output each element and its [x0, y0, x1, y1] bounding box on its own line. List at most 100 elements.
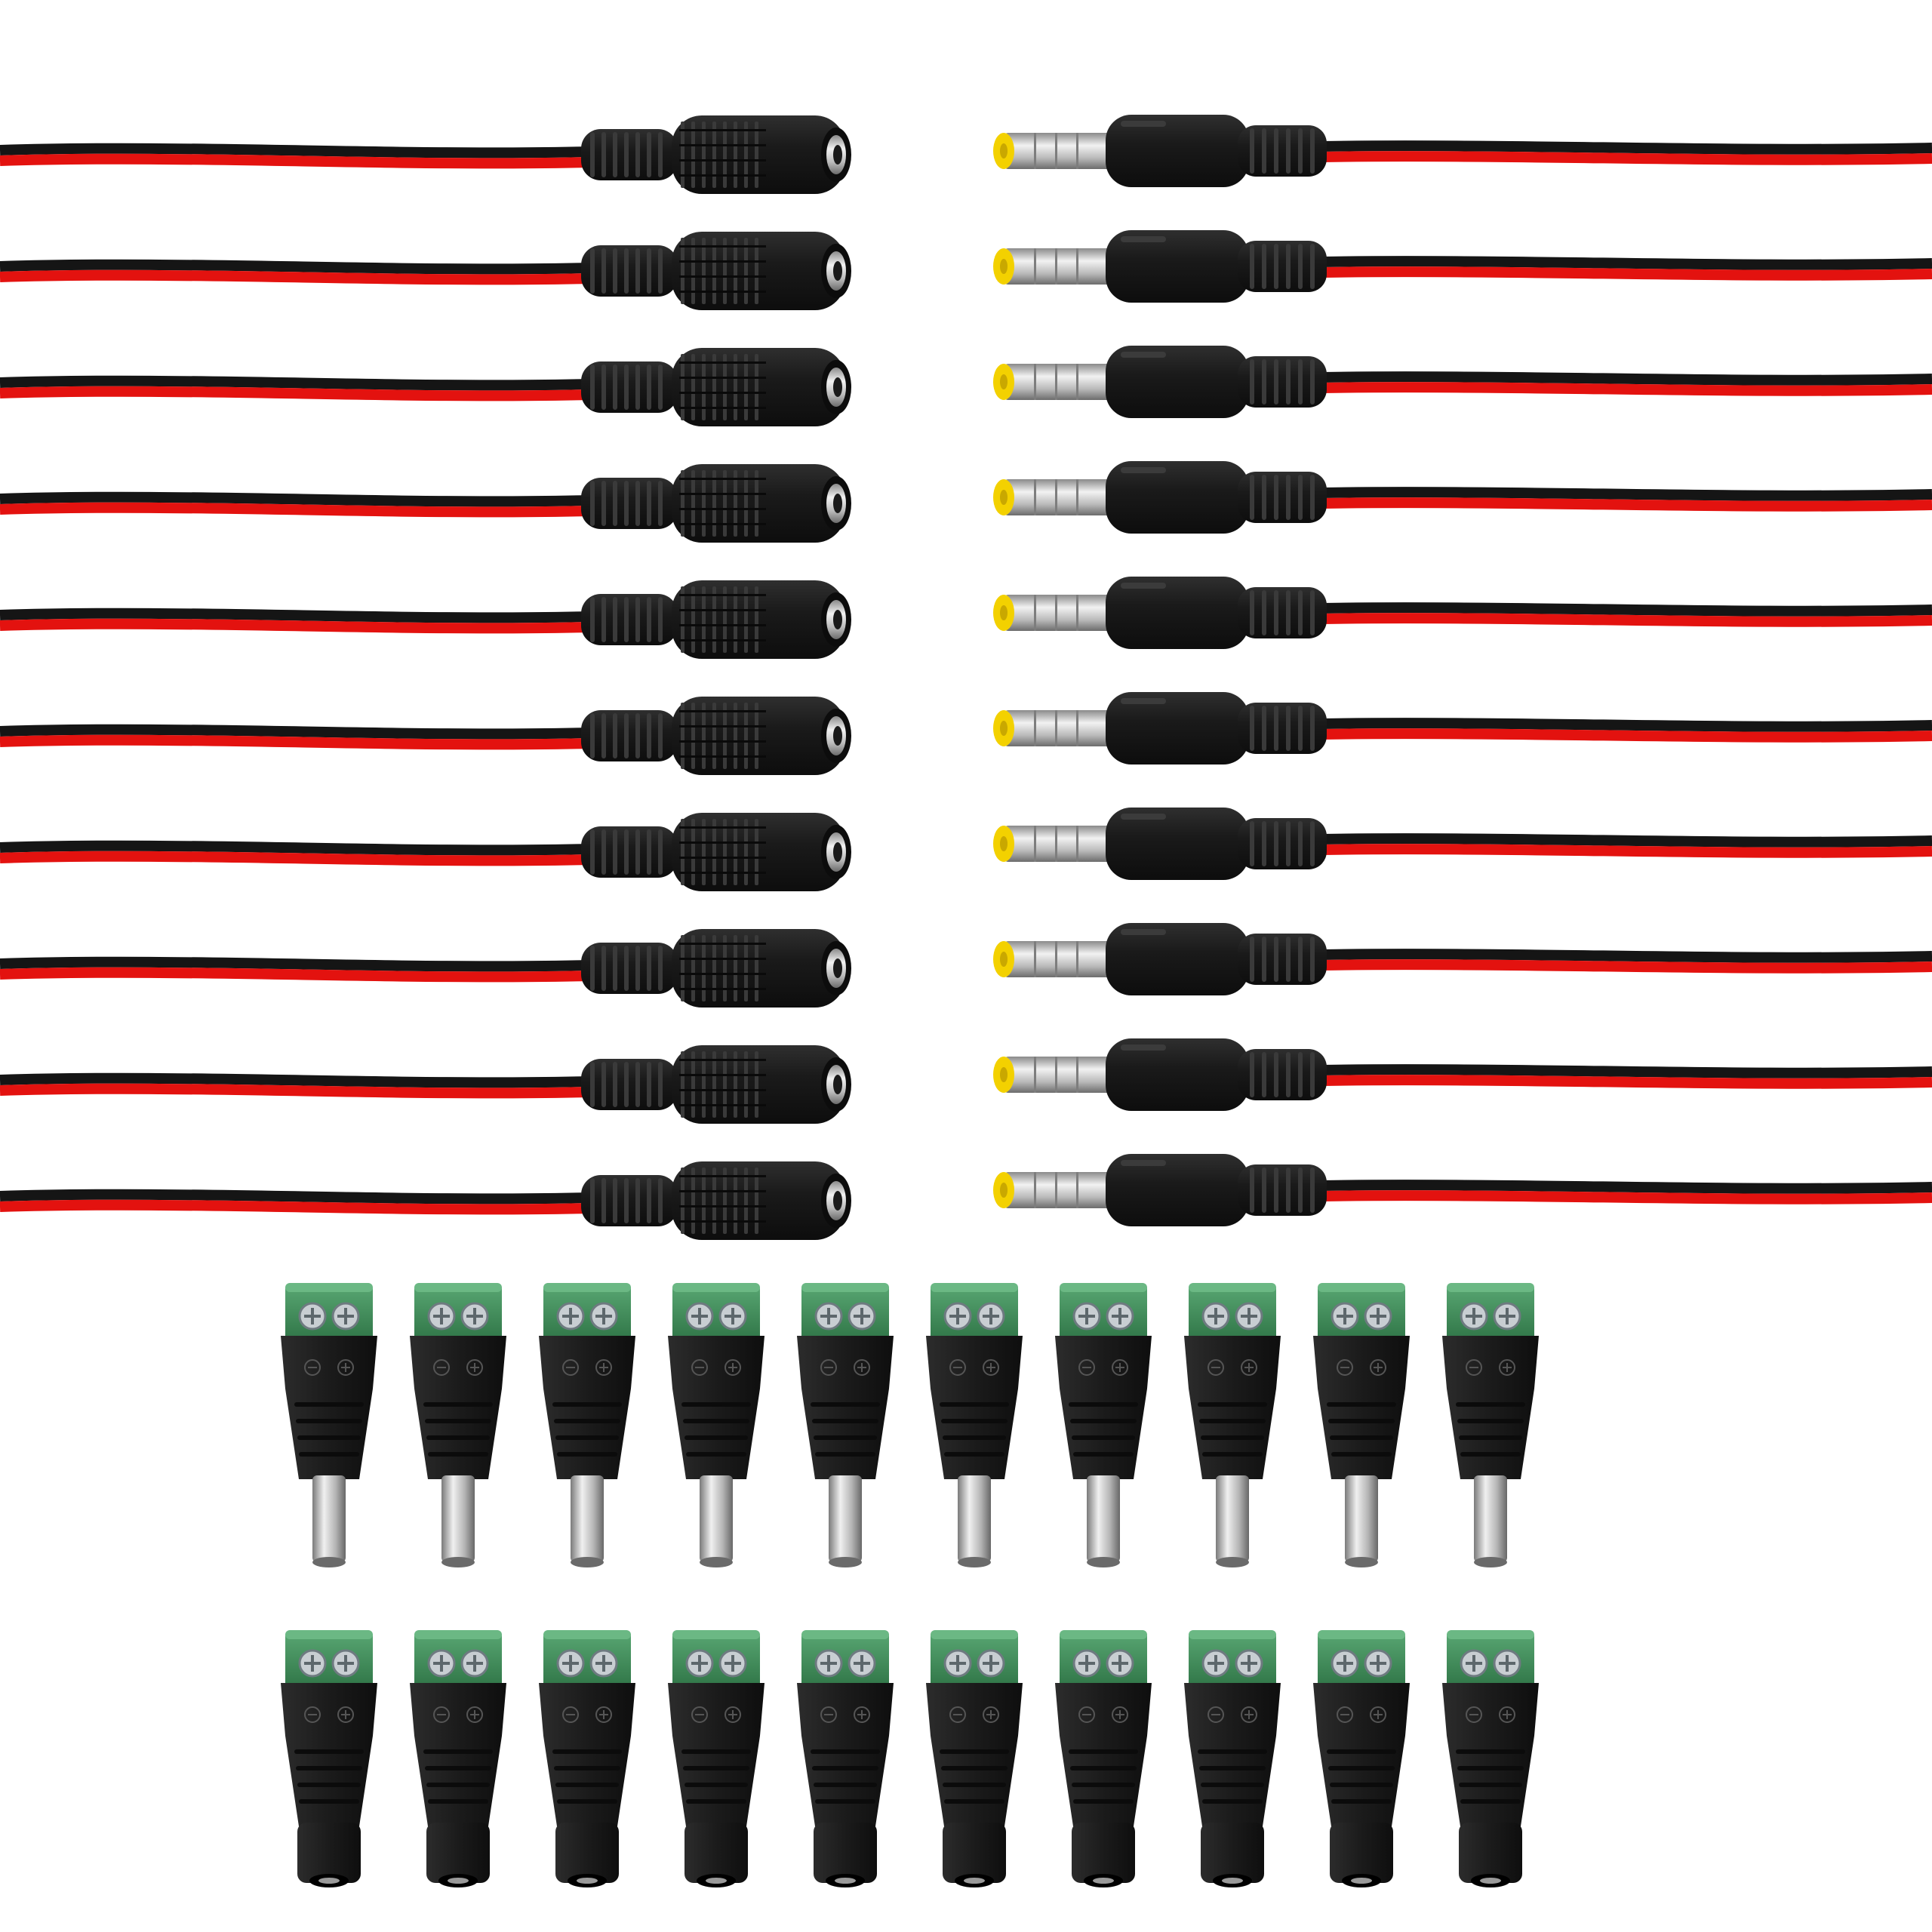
connector-body: [1106, 461, 1249, 534]
female-terminal-adapters: [281, 1630, 1539, 1887]
wire-black: [1316, 718, 1932, 732]
male-terminal-adapter: [797, 1283, 894, 1567]
wire-black: [0, 259, 589, 275]
wire-red: [1316, 497, 1932, 512]
wire-red: [0, 618, 589, 634]
socket-end: [1330, 1823, 1393, 1883]
wire-black: [0, 375, 589, 391]
minus-icon: [562, 1359, 579, 1376]
wire-red: [0, 1199, 589, 1215]
wire-red: [0, 734, 589, 750]
male-pigtail-cable: [993, 577, 1932, 649]
male-pigtail-cable: [993, 808, 1932, 880]
female-terminal-adapter: [1055, 1630, 1152, 1887]
minus-icon: [304, 1359, 321, 1376]
strain-relief: [1238, 356, 1327, 408]
socket-end: [555, 1823, 619, 1883]
minus-icon: [1078, 1706, 1095, 1723]
plug-barrel: [700, 1475, 733, 1562]
minus-icon: [1337, 1359, 1353, 1376]
wire-black: [0, 1189, 589, 1204]
connector-body: [1106, 923, 1249, 995]
plug-barrel: [1004, 364, 1117, 400]
socket-end: [685, 1823, 748, 1883]
plus-icon: [337, 1706, 354, 1723]
female-terminal-adapter: [281, 1630, 377, 1887]
adapter-body: [539, 1336, 635, 1479]
adapter-body: [1313, 1336, 1410, 1479]
plug-barrel: [1004, 710, 1117, 746]
minus-icon: [1466, 1359, 1482, 1376]
male-pigtail-cables: [993, 115, 1932, 1226]
socket-end: [297, 1823, 361, 1883]
wire-red: [1316, 1075, 1932, 1089]
connector-body: [1106, 346, 1249, 418]
wire-red: [1316, 844, 1932, 858]
plus-icon: [1112, 1359, 1128, 1376]
adapter-body: [926, 1336, 1023, 1479]
wire-red: [0, 967, 589, 983]
male-terminal-adapter: [539, 1283, 635, 1567]
wire-red: [0, 269, 589, 285]
plug-barrel: [1474, 1475, 1507, 1562]
male-pigtail-cable: [993, 115, 1932, 187]
male-pigtail-cable: [993, 461, 1932, 534]
plug-barrel: [1345, 1475, 1378, 1562]
wire-red: [0, 153, 589, 169]
plus-icon: [1370, 1706, 1386, 1723]
wire-black: [0, 1072, 589, 1088]
female-pigtail-cable: [0, 232, 851, 310]
wire-red: [1316, 1190, 1932, 1204]
male-pigtail-cable: [993, 1154, 1932, 1226]
connector-body: [1106, 230, 1249, 303]
strain-relief: [581, 943, 678, 994]
strain-relief: [581, 710, 678, 761]
strain-relief: [1238, 703, 1327, 754]
female-terminal-adapter: [539, 1630, 635, 1887]
male-pigtail-cable: [993, 230, 1932, 303]
plus-icon: [1499, 1706, 1515, 1723]
female-terminal-adapter: [1442, 1630, 1539, 1887]
adapter-body: [1442, 1683, 1539, 1826]
female-pigtail-cable: [0, 929, 851, 1008]
male-terminal-adapter: [410, 1283, 506, 1567]
plus-icon: [1112, 1706, 1128, 1723]
female-pigtail-cable: [0, 115, 851, 194]
wire-black: [1316, 371, 1932, 386]
strain-relief: [1238, 1049, 1327, 1100]
wire-red: [0, 502, 589, 518]
female-terminal-adapter: [1184, 1630, 1281, 1887]
strain-relief: [581, 1059, 678, 1110]
strain-relief: [581, 594, 678, 645]
plus-icon: [1499, 1359, 1515, 1376]
strain-relief: [1238, 818, 1327, 869]
strain-relief: [581, 361, 678, 413]
connector-body: [1106, 1154, 1249, 1226]
minus-icon: [1208, 1706, 1224, 1723]
connector-body: [1106, 692, 1249, 764]
socket-end: [1201, 1823, 1264, 1883]
male-terminal-adapter: [926, 1283, 1023, 1567]
plug-barrel: [1087, 1475, 1120, 1562]
socket-end: [1072, 1823, 1135, 1883]
minus-icon: [820, 1359, 837, 1376]
plus-icon: [1370, 1359, 1386, 1376]
socket-end: [943, 1823, 1006, 1883]
adapter-body: [668, 1336, 764, 1479]
adapter-body: [281, 1683, 377, 1826]
plug-barrel: [1004, 1172, 1117, 1208]
female-terminal-adapter: [410, 1630, 506, 1887]
plus-icon: [1241, 1359, 1257, 1376]
plug-barrel: [1004, 826, 1117, 862]
plus-icon: [983, 1359, 999, 1376]
plug-barrel: [571, 1475, 604, 1562]
wire-black: [1316, 602, 1932, 617]
male-pigtail-cable: [993, 692, 1932, 764]
strain-relief: [581, 245, 678, 297]
socket-end: [1459, 1823, 1522, 1883]
adapter-body: [1055, 1683, 1152, 1826]
socket-end: [426, 1823, 490, 1883]
plus-icon: [724, 1706, 741, 1723]
minus-icon: [1208, 1359, 1224, 1376]
strain-relief: [581, 826, 678, 878]
